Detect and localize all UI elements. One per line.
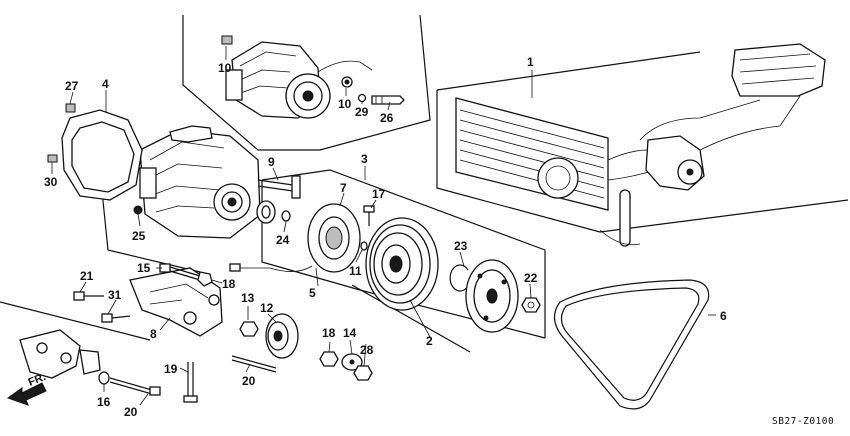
callout-20b: 20 [124, 405, 138, 419]
drive-belt [553, 279, 710, 410]
callout-19: 19 [164, 362, 178, 376]
callout-18a: 18 [222, 277, 236, 291]
callout-1: 1 [527, 55, 534, 69]
idler-pulley [265, 313, 299, 359]
stud-20-mid [231, 355, 277, 373]
bolt-17 [363, 205, 375, 226]
front-arrow: FR. [6, 371, 48, 406]
washer-set [319, 351, 373, 381]
callout-25: 25 [132, 229, 146, 243]
callout-30: 30 [44, 175, 58, 189]
callout-13: 13 [241, 291, 255, 305]
callout-2: 2 [426, 334, 433, 348]
bolt-19 [183, 362, 198, 403]
callout-21: 21 [80, 269, 94, 283]
bolt-21 [73, 291, 104, 301]
stud-9 [257, 175, 301, 199]
condenser-system [455, 43, 826, 247]
snap-ring [449, 264, 469, 292]
main-compressor [133, 125, 261, 239]
callout-26: 26 [380, 111, 394, 125]
callout-27: 27 [65, 79, 79, 93]
callout-31: 31 [108, 288, 122, 302]
compressor-bracket [129, 267, 223, 337]
seal-ring [256, 200, 291, 224]
armature-plate [465, 259, 519, 333]
stator-coil [229, 203, 361, 273]
callout-3: 3 [361, 152, 368, 166]
callout-10a: 10 [218, 61, 232, 75]
callout-28: 28 [360, 343, 374, 357]
callout-9: 9 [268, 155, 275, 169]
tensioner-bracket [19, 329, 161, 396]
callout-15: 15 [137, 261, 151, 275]
callout-29: 29 [355, 105, 369, 119]
cover-plate [47, 103, 143, 201]
top-compressor [221, 35, 405, 119]
callout-14: 14 [343, 326, 357, 340]
callout-17: 17 [372, 187, 386, 201]
callout-23: 23 [454, 239, 468, 253]
callout-8: 8 [150, 327, 157, 341]
callout-4: 4 [102, 77, 109, 91]
bolt-31 [101, 313, 131, 323]
callout-16: 16 [97, 395, 111, 409]
callout-5: 5 [309, 286, 316, 300]
nut-13 [239, 321, 259, 337]
callout-11: 11 [349, 264, 362, 278]
leader-lines [51, 46, 716, 406]
callout-10b: 10 [338, 97, 352, 111]
drawing-code: SB27-Z0100 [772, 416, 834, 427]
callout-labels: 1 2 3 4 5 6 7 8 9 10 10 11 12 13 14 15 1… [44, 55, 727, 419]
callout-20a: 20 [242, 374, 256, 388]
callout-12: 12 [260, 301, 274, 315]
callout-22: 22 [524, 271, 538, 285]
callout-7: 7 [340, 181, 347, 195]
callout-18b: 18 [322, 326, 336, 340]
callout-6: 6 [720, 309, 727, 323]
callout-24: 24 [276, 233, 290, 247]
pulley [360, 217, 439, 311]
nut-22 [521, 297, 541, 313]
